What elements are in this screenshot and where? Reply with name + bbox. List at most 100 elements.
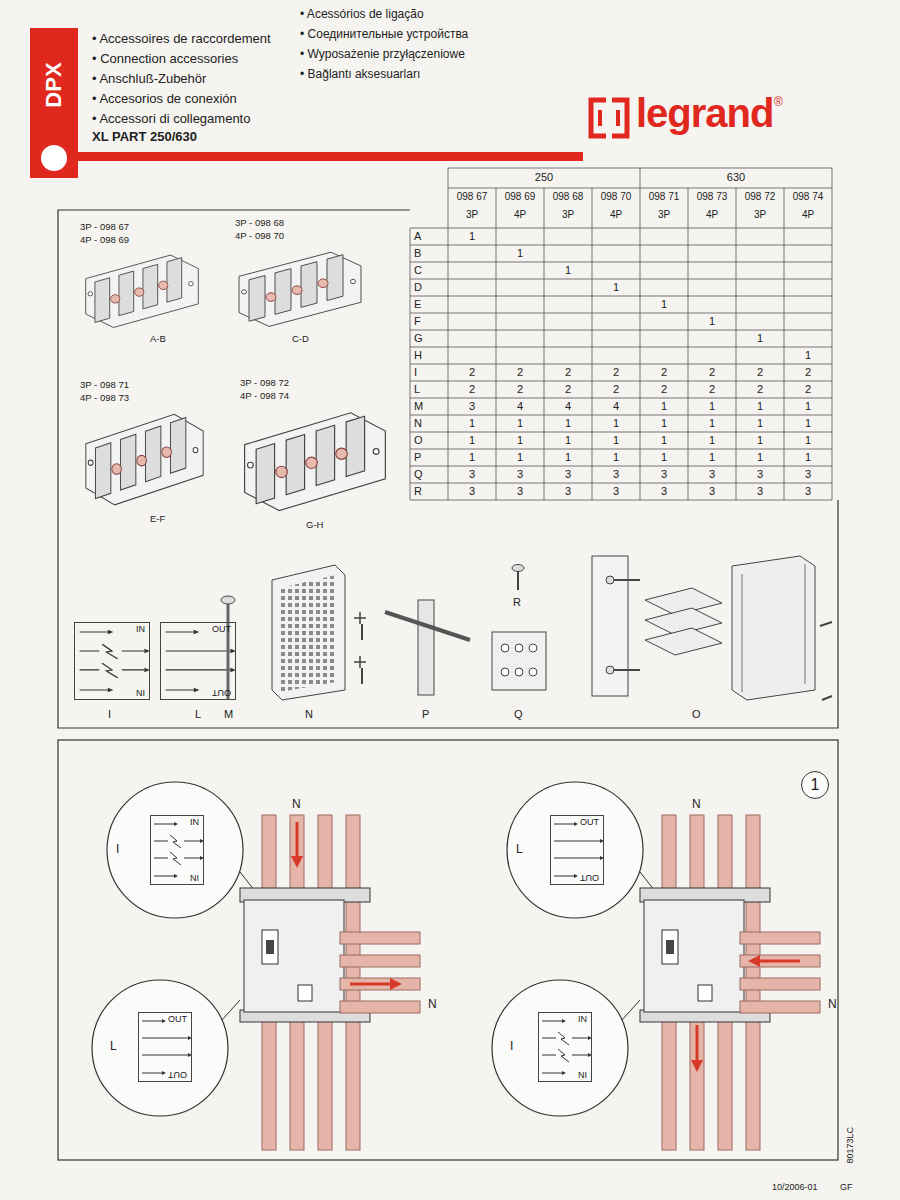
table-header: 4P — [592, 209, 640, 221]
table-header: 098 68 — [544, 191, 592, 203]
table-cell: 2 — [544, 383, 592, 396]
figure-caption: C-D — [292, 334, 309, 345]
table-header: 098 71 — [640, 191, 688, 203]
card-text: OUT — [212, 687, 231, 697]
header-band — [30, 28, 627, 178]
table-cell: 1 — [640, 417, 688, 430]
card-text: IN — [578, 1015, 587, 1025]
brand-logo: legrand — [636, 90, 773, 136]
table-cell: 3 — [448, 468, 496, 481]
part-reference: 4P - 098 73 — [80, 393, 129, 404]
table-cell: 3 — [496, 485, 544, 498]
table-cell: 1 — [736, 332, 784, 345]
product-name: DPX — [42, 62, 66, 107]
part-letter: O — [692, 708, 701, 721]
table-cell: 3 — [736, 485, 784, 498]
table-cell: 1 — [784, 434, 832, 447]
table-header: 250 — [448, 171, 640, 184]
table-grid — [410, 168, 832, 500]
part-reference: 3P - 098 71 — [80, 380, 129, 391]
callout-letter: I — [510, 1040, 513, 1054]
table-cell: 1 — [640, 298, 688, 311]
card-text: OUT — [168, 1015, 187, 1025]
table-cell: 1 — [688, 315, 736, 328]
busbar-label: N — [428, 998, 437, 1012]
table-cell: 1 — [736, 400, 784, 413]
table-header: 098 70 — [592, 191, 640, 203]
table-header: 098 72 — [736, 191, 784, 203]
busbar-label: N — [828, 998, 837, 1012]
table-cell: 1 — [640, 451, 688, 464]
table-header: 4P — [496, 209, 544, 221]
table-cell: 3 — [592, 468, 640, 481]
card-text: OUT — [580, 872, 599, 882]
row-letter: P — [414, 451, 421, 464]
module-illustrations — [86, 252, 386, 510]
card-text: IN — [136, 687, 145, 697]
table-header: 4P — [688, 209, 736, 221]
table-header: 098 74 — [784, 191, 832, 203]
step-number-text: 1 — [811, 776, 820, 794]
table-cell: 1 — [544, 451, 592, 464]
table-cell: 3 — [736, 468, 784, 481]
header-text: • Соединительные устройства — [300, 28, 468, 42]
part-reference: 3P - 098 68 — [235, 218, 284, 229]
table-header: 098 67 — [448, 191, 496, 203]
table-header: 3P — [448, 209, 496, 221]
label-card: ININ — [150, 815, 204, 885]
part-letter: N — [305, 708, 313, 721]
row-letter: E — [414, 298, 421, 311]
footer-text: 80173LC — [845, 1127, 855, 1164]
table-cell: 2 — [688, 383, 736, 396]
table-cell: 1 — [592, 434, 640, 447]
table-cell: 1 — [640, 434, 688, 447]
table-header: 3P — [544, 209, 592, 221]
table-cell: 1 — [736, 451, 784, 464]
table-cell: 2 — [736, 366, 784, 379]
row-letter: G — [414, 332, 423, 345]
table-header: 630 — [640, 171, 832, 184]
table-cell: 1 — [544, 417, 592, 430]
table-cell: 2 — [688, 366, 736, 379]
card-text: IN — [136, 625, 145, 635]
header-text: • Wyposażenie przyłączeniowe — [300, 48, 465, 62]
part-letter: M — [224, 708, 233, 721]
parts-illustrations — [80, 556, 832, 700]
figure-caption: A-B — [150, 334, 166, 345]
header-text: • Acessórios de ligação — [300, 8, 424, 22]
card-text: IN — [190, 818, 199, 828]
table-cell: 2 — [592, 383, 640, 396]
table-cell: 1 — [496, 417, 544, 430]
row-letter: A — [414, 230, 421, 243]
table-cell: 1 — [784, 451, 832, 464]
table-cell: 2 — [640, 383, 688, 396]
footer-text: GF — [840, 1182, 853, 1192]
table-cell: 2 — [592, 366, 640, 379]
busbar-label: N — [292, 798, 301, 812]
row-letter: M — [414, 400, 423, 413]
table-header: 4P — [784, 209, 832, 221]
table-cell: 1 — [688, 400, 736, 413]
table-cell: 2 — [640, 366, 688, 379]
label-card: OUTOUT — [160, 622, 236, 700]
direction-arrows — [291, 822, 800, 1072]
card-text: OUT — [580, 818, 599, 828]
row-letter: I — [414, 366, 417, 379]
callout-letter: I — [116, 843, 119, 857]
table-cell: 3 — [688, 468, 736, 481]
header-text: • Accesorios de conexión — [92, 92, 237, 107]
label-card: IN IN — [74, 622, 150, 700]
table-cell: 2 — [448, 366, 496, 379]
callout-letter: L — [516, 843, 523, 857]
table-cell: 3 — [640, 485, 688, 498]
row-letter: Q — [414, 468, 423, 481]
panel-frame — [58, 210, 838, 1160]
table-header: 098 73 — [688, 191, 736, 203]
table-cell: 2 — [784, 366, 832, 379]
table-cell: 1 — [496, 247, 544, 260]
table-cell: 2 — [496, 366, 544, 379]
part-reference: 4P - 098 74 — [240, 391, 289, 402]
table-header: 3P — [736, 209, 784, 221]
table-cell: 1 — [448, 451, 496, 464]
